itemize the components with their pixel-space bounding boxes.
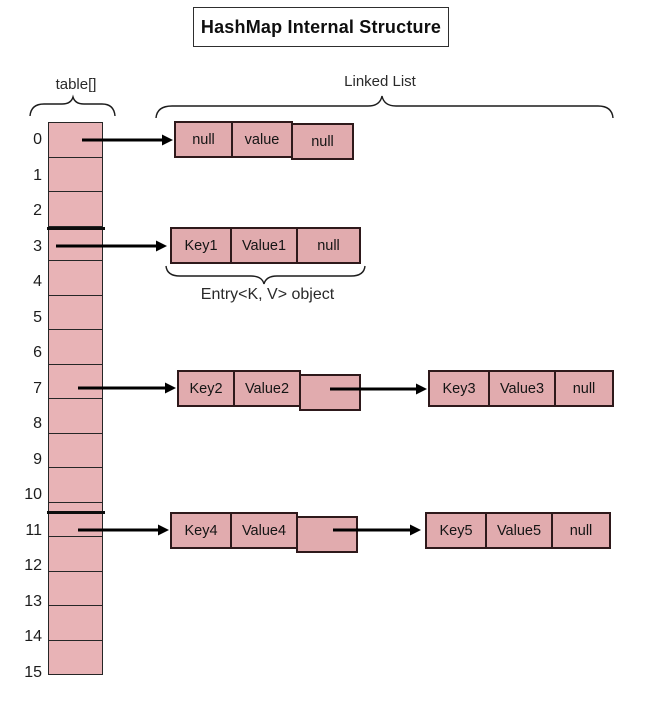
diagram-title: HashMap Internal Structure	[200, 16, 442, 37]
linked-list-brace	[155, 95, 614, 119]
bucket-cell	[48, 536, 103, 572]
bucket-index: 7	[33, 379, 42, 397]
entry-next-cell: null	[551, 512, 611, 549]
bucket-index: 1	[33, 166, 42, 184]
bucket-cell	[48, 363, 103, 399]
bucket-cell	[48, 156, 103, 192]
entry-object-label: Entry<K, V> object	[200, 286, 335, 303]
bucket-array	[48, 122, 103, 675]
bucket-index: 10	[24, 486, 42, 503]
arrowhead	[162, 134, 173, 146]
bucket-cell	[48, 639, 103, 675]
bucket-index: 12	[24, 557, 42, 574]
entry-value-cell: Value4	[230, 512, 298, 549]
bucket-cell	[48, 329, 103, 365]
entry-next-cell: null	[554, 370, 614, 407]
arrowhead	[165, 382, 176, 394]
diagram-title-box: HashMap Internal Structure	[193, 7, 449, 47]
bucket-index: 8	[33, 415, 42, 432]
bucket-index: 5	[33, 308, 42, 326]
entry-value-cell: Value3	[488, 370, 556, 407]
entry-node-bucket11-second: Key5 Value5 null	[425, 512, 611, 549]
bucket-cell	[48, 570, 103, 606]
table-array-brace	[29, 94, 116, 117]
entry-key-cell: Key1	[170, 227, 232, 264]
bucket-index-column: 0 1 2 3 4 5 6 7 8 9 10 11 12 13 14 15	[10, 122, 42, 690]
entry-key-cell: Key2	[177, 370, 235, 407]
entry-key-cell: Key5	[425, 512, 487, 549]
bucket-cell	[48, 191, 103, 227]
bucket-cell	[48, 260, 103, 296]
entry-next-cell	[296, 516, 358, 553]
bucket-cell	[48, 501, 103, 537]
bucket-index: 13	[24, 592, 42, 610]
entry-object-brace	[165, 265, 366, 285]
bucket-cell	[48, 225, 103, 261]
arrowhead	[158, 524, 169, 536]
entry-value-cell: value	[231, 121, 293, 158]
bucket-3-top-border	[47, 227, 105, 230]
bucket-cell	[48, 294, 103, 330]
bucket-index: 9	[33, 450, 42, 468]
bucket-index: 4	[33, 273, 42, 290]
bucket-cell	[48, 398, 103, 434]
arrowhead	[156, 240, 167, 252]
entry-node-bucket7-second: Key3 Value3 null	[428, 370, 614, 407]
linked-list-label: Linked List	[344, 73, 416, 90]
entry-node-bucket11-first: Key4 Value4	[170, 512, 358, 553]
entry-next-cell: null	[296, 227, 361, 264]
entry-node-bucket0: null value null	[174, 121, 354, 160]
arrowhead	[416, 383, 427, 395]
table-array-label: table[]	[55, 76, 97, 93]
bucket-cell	[48, 432, 103, 468]
entry-value-cell: Value1	[230, 227, 298, 264]
entry-key-cell: null	[174, 121, 233, 158]
entry-node-bucket7-first: Key2 Value2	[177, 370, 361, 411]
bucket-index: 11	[25, 521, 42, 539]
bucket-index: 15	[24, 663, 42, 681]
bucket-index: 0	[33, 131, 42, 148]
entry-value-cell: Value5	[485, 512, 553, 549]
bucket-index: 3	[33, 237, 42, 255]
entry-key-cell: Key4	[170, 512, 232, 549]
bucket-cell	[48, 467, 103, 503]
entry-next-cell: null	[291, 123, 354, 160]
bucket-cell	[48, 122, 103, 158]
entry-node-bucket3: Key1 Value1 null	[170, 227, 361, 264]
bucket-index: 14	[24, 628, 42, 645]
arrowhead	[410, 524, 421, 536]
bucket-11-top-border	[47, 511, 105, 514]
entry-next-cell	[299, 374, 361, 411]
entry-value-cell: Value2	[233, 370, 301, 407]
bucket-index: 2	[33, 202, 42, 219]
bucket-cell	[48, 605, 103, 641]
entry-key-cell: Key3	[428, 370, 490, 407]
bucket-index: 6	[33, 344, 42, 361]
